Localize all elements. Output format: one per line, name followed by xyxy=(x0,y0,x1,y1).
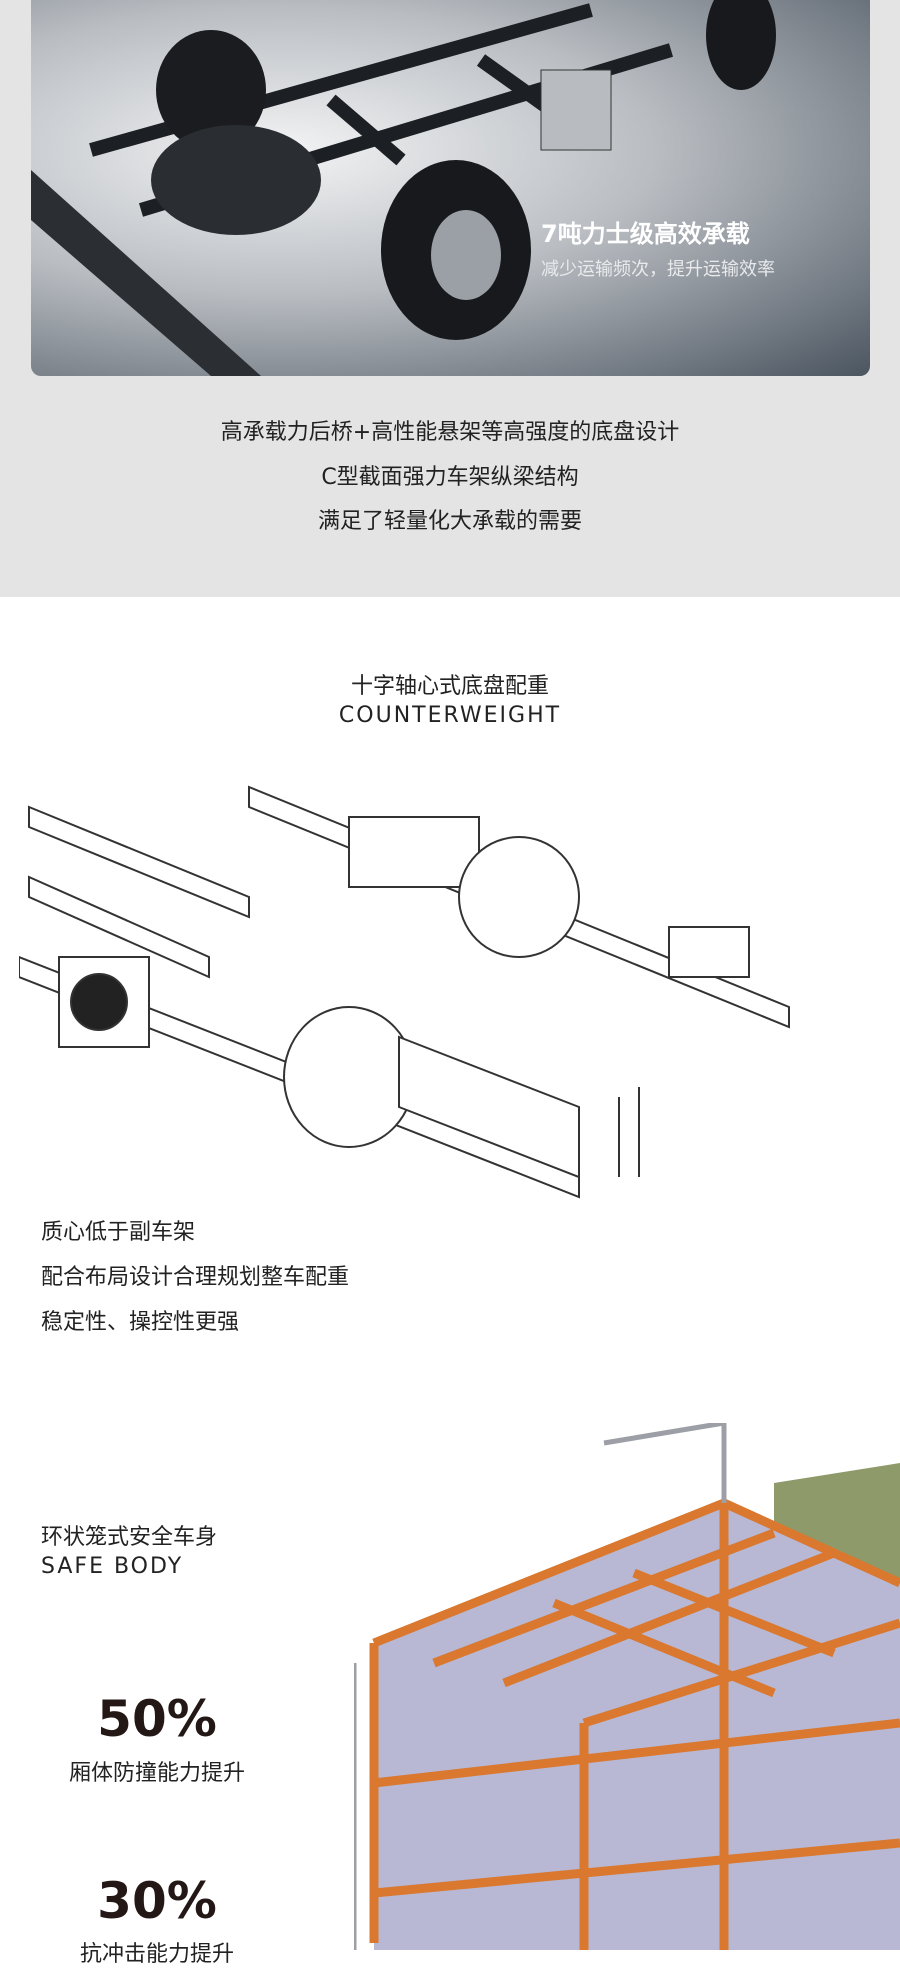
hero-subtitle: 减少运输频次，提升运输效率 xyxy=(541,259,775,280)
chassis-desc-line: 满足了轻量化大承载的需要 xyxy=(317,509,582,534)
stat-label: 抗冲击能力提升 xyxy=(79,1942,234,1967)
chassis-illustration xyxy=(31,0,776,376)
counterweight-line: 配合布局设计合理规划整车配重 xyxy=(41,1265,350,1290)
counterweight-title-en: COUNTERWEIGHT xyxy=(338,703,562,728)
chassis-desc-line: 高承载力后桥+高性能悬架等高强度的底盘设计 xyxy=(220,420,680,445)
chassis-photo: 7吨力士级高效承载 减少运输频次，提升运输效率 xyxy=(31,0,870,376)
chassis-desc-line: C型截面强力车架纵梁结构 xyxy=(321,465,579,490)
counterweight-line: 稳定性、操控性更强 xyxy=(41,1310,240,1335)
stat-label: 厢体防撞能力提升 xyxy=(68,1761,245,1786)
hero-title: 7吨力士级高效承载 xyxy=(541,220,750,248)
stat-value: 50% xyxy=(97,1690,217,1748)
stat-value: 30% xyxy=(97,1872,217,1930)
safe-body-title-en: SAFE BODY xyxy=(41,1554,184,1579)
counterweight-drawing xyxy=(19,785,790,1199)
counterweight-line: 质心低于副车架 xyxy=(41,1220,196,1245)
safe-body-cage-drawing xyxy=(354,1423,900,1950)
counterweight-title-cn: 十字轴心式底盘配重 xyxy=(350,674,549,699)
safe-body-title-cn: 环状笼式安全车身 xyxy=(41,1525,218,1550)
